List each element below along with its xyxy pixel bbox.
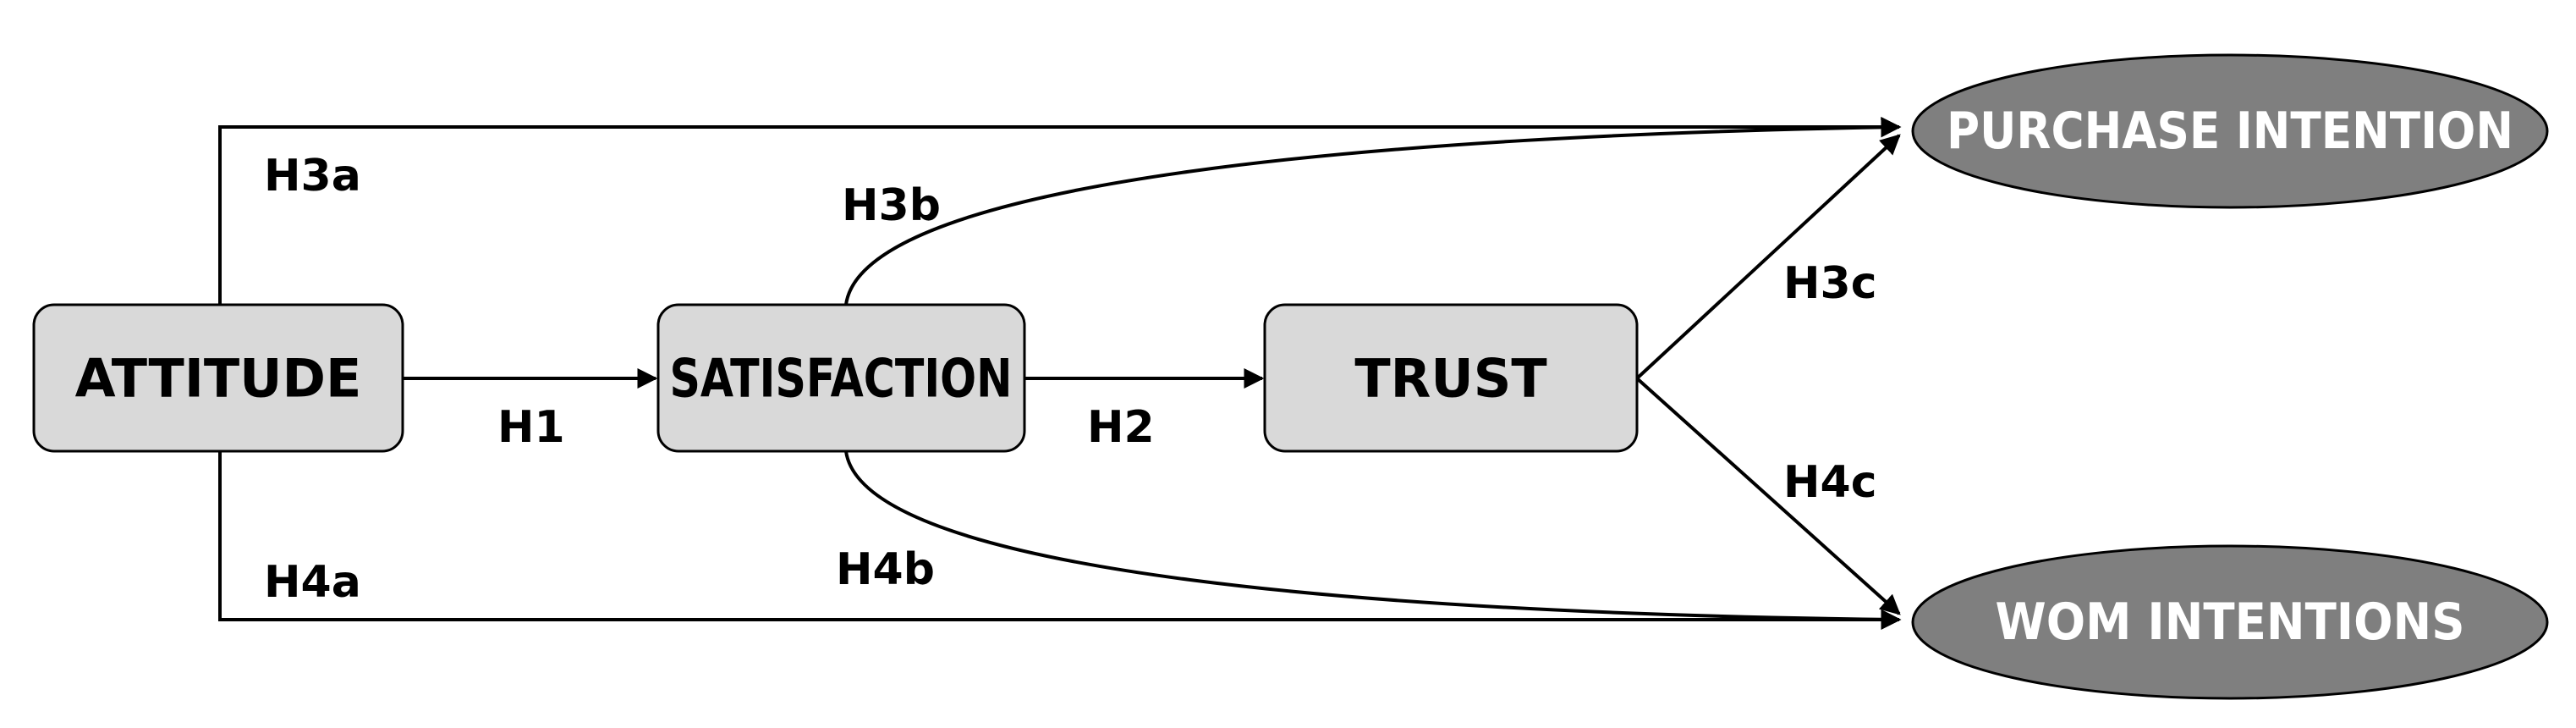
edge-h4c [1635,377,1901,615]
node-trust-label: TRUST [1354,348,1546,410]
edge-label-h2: H2 [1087,402,1155,453]
edge-label-h1: H1 [497,402,565,453]
node-trust: TRUST [1263,303,1639,453]
node-attitude-box [32,303,404,453]
edge-h3b [844,117,1902,306]
node-purchase-intention-label: PURCHASE INTENTION [1947,102,2513,161]
node-satisfaction: SATISFACTION [656,303,1026,453]
edge-label-h3c: H3c [1783,258,1877,309]
node-purchase-intention: PURCHASE INTENTION [1911,53,2549,209]
node-satisfaction-label: SATISFACTION [670,348,1013,410]
node-satisfaction-box [656,303,1026,453]
node-trust-box [1263,303,1639,453]
edge-label-h3b: H3b [842,180,941,231]
edge-h4b [844,450,1902,630]
node-purchase-intention-ellipse [1911,53,2549,209]
edge-label-h4b: H4b [836,544,935,595]
edge-label-h3a: H3a [264,151,361,201]
node-wom-intentions-label: WOM INTENTIONS [1996,593,2465,652]
edge-label-h4c: H4c [1783,457,1877,508]
edge-h3a [218,117,1902,305]
node-wom-intentions: WOM INTENTIONS [1911,544,2549,700]
edge-h3c [1635,134,1901,380]
node-attitude: ATTITUDE [32,303,404,453]
node-wom-intentions-ellipse [1911,544,2549,700]
edge-h4a [218,451,1902,630]
node-attitude-label: ATTITUDE [75,348,362,410]
edge-label-h4a: H4a [264,557,361,608]
